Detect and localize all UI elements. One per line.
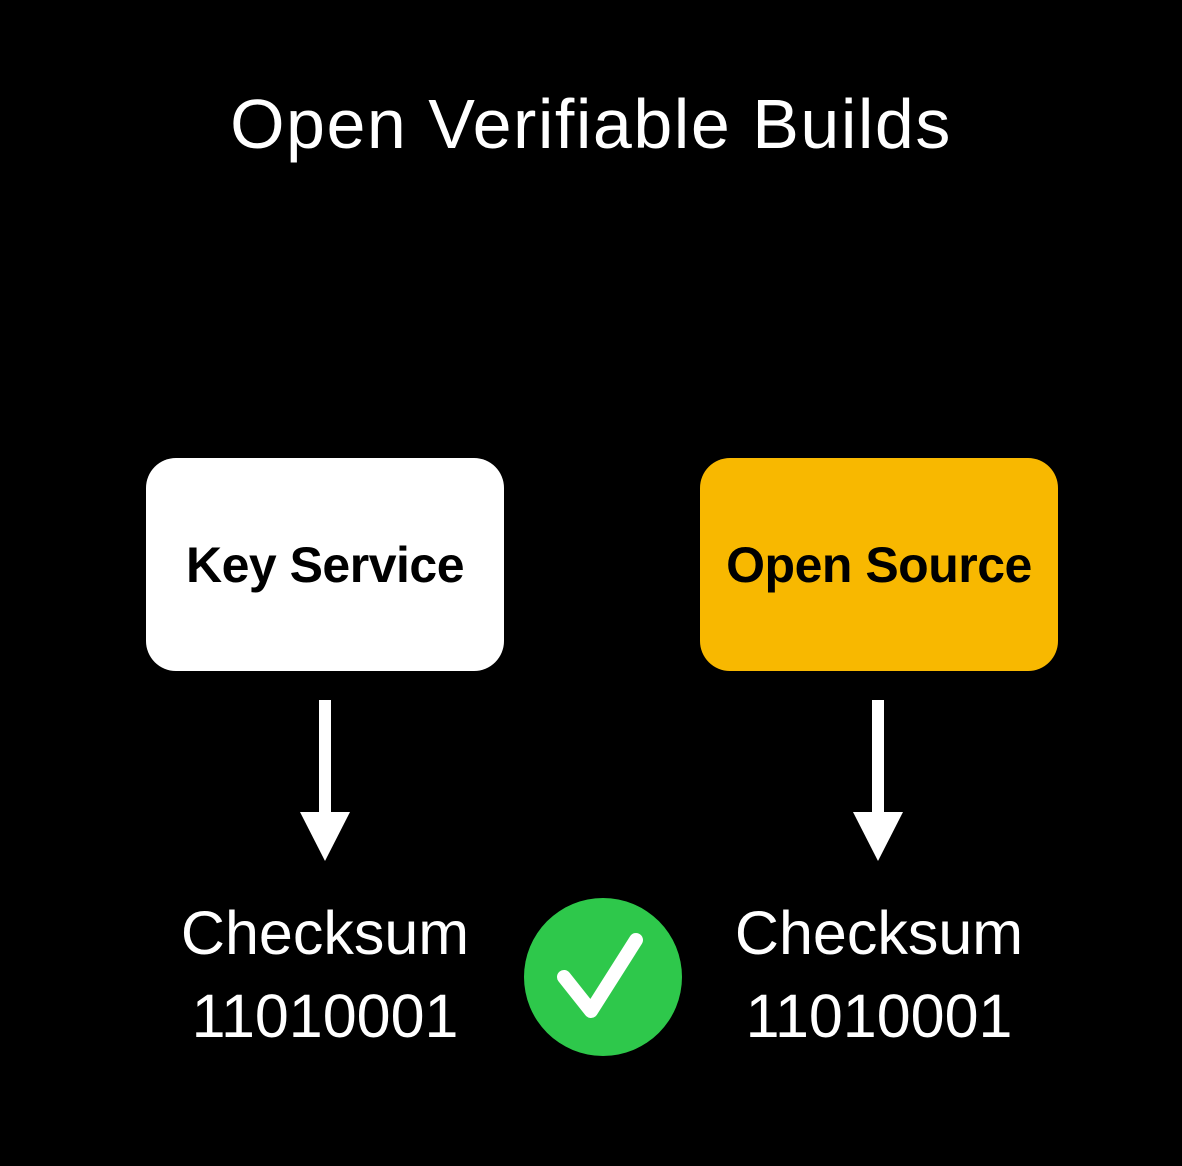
down-arrow-icon — [300, 700, 350, 861]
page-title: Open Verifiable Builds — [230, 85, 952, 163]
open-source-box: Open Source — [700, 458, 1058, 671]
checkmark-circle-icon — [524, 898, 682, 1056]
key-service-label: Key Service — [185, 536, 465, 593]
down-arrow-icon — [853, 700, 903, 861]
checkmark-icon — [557, 933, 643, 1018]
open-source-label: Open Source — [726, 536, 1032, 593]
checksum-label: Checksum — [734, 899, 1024, 967]
key-service-checksum: Checksum 11010001 — [146, 892, 504, 1058]
key-service-box: Key Service — [146, 458, 504, 671]
checksum-label: Checksum — [180, 899, 470, 967]
open-source-checksum: Checksum 11010001 — [700, 892, 1058, 1058]
checksum-value: 11010001 — [191, 982, 459, 1050]
checksum-value: 11010001 — [745, 982, 1013, 1050]
